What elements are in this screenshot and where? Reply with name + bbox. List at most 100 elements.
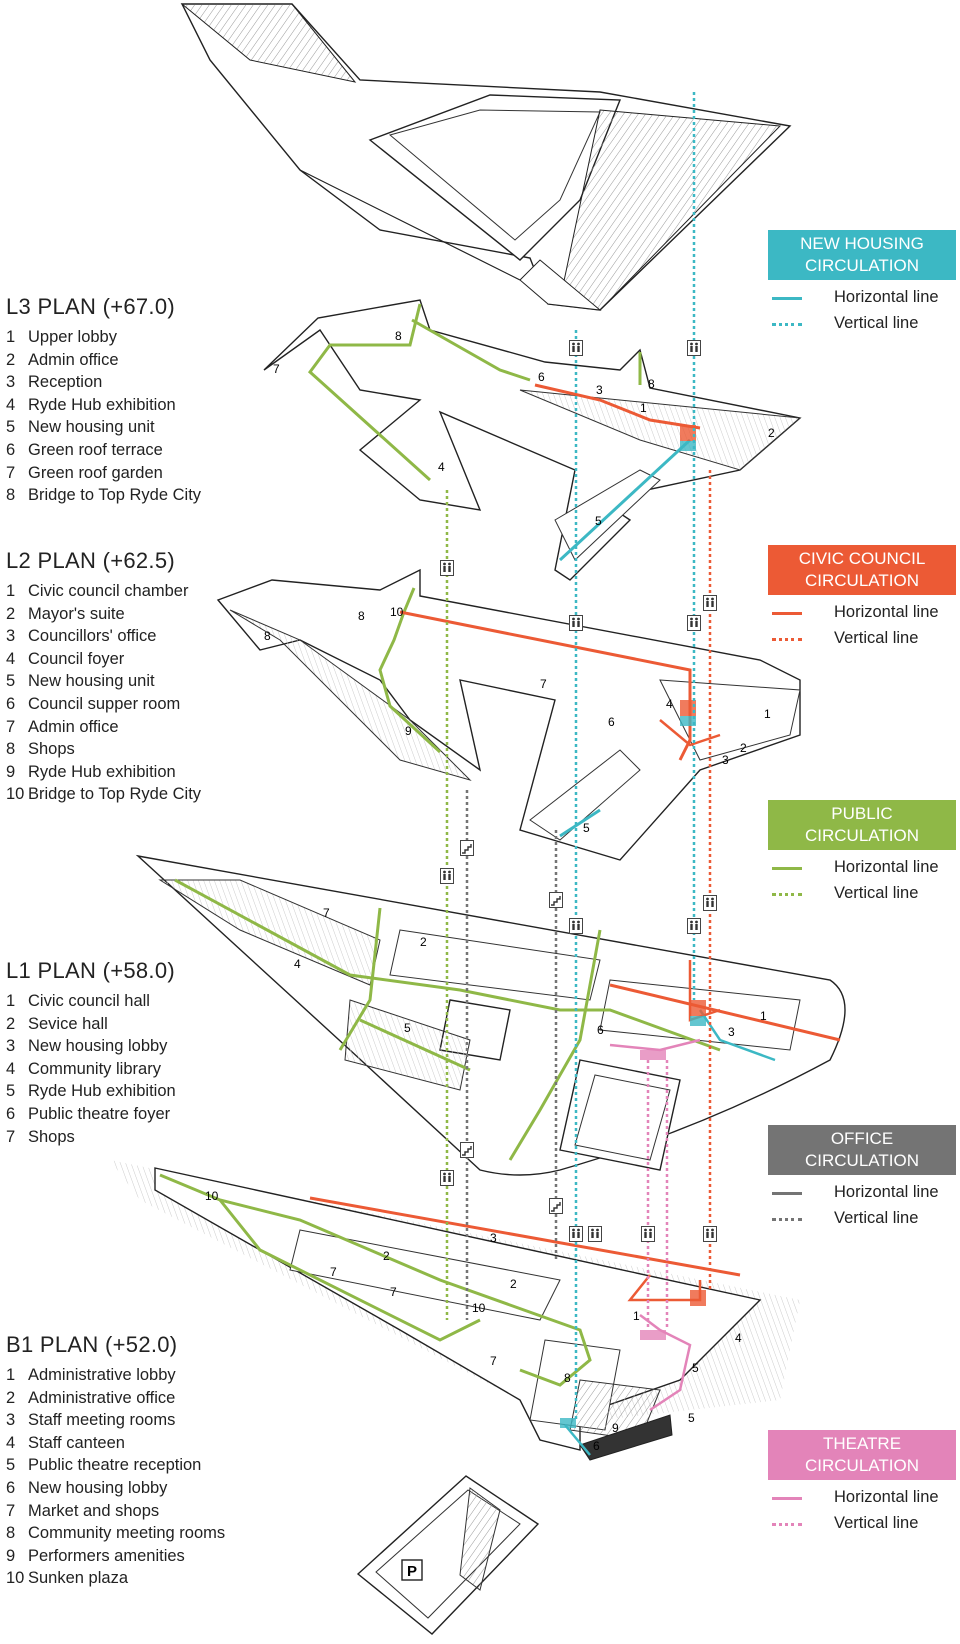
plan-title: L2 PLAN (+62.5) <box>6 548 175 573</box>
svg-text:6: 6 <box>597 1023 604 1037</box>
lift-icon <box>569 1226 583 1242</box>
svg-text:3: 3 <box>728 1025 735 1039</box>
l1-plate: 7 4 2 1 3 6 5 <box>135 854 846 1176</box>
lift-icon <box>440 560 454 576</box>
lift-icon <box>440 868 454 884</box>
legend-row-horizontal: Horizontal line <box>768 856 960 882</box>
roof-level <box>180 3 792 311</box>
lift-icon <box>569 615 583 631</box>
stair-icon <box>549 1198 563 1214</box>
b1-plate: 10 2 3 2 7 7 10 7 8 1 4 5 5 9 6 <box>110 1160 800 1461</box>
svg-text:8: 8 <box>648 377 655 391</box>
svg-text:2: 2 <box>510 1277 517 1291</box>
lift-icon <box>641 1226 655 1242</box>
lift-icon <box>687 615 701 631</box>
svg-text:1: 1 <box>633 1309 640 1323</box>
svg-text:8: 8 <box>395 329 402 343</box>
svg-text:7: 7 <box>490 1354 497 1368</box>
svg-text:2: 2 <box>420 935 427 949</box>
svg-text:5: 5 <box>404 1021 411 1035</box>
solid-line-swatch <box>772 867 802 870</box>
dotted-line-swatch <box>772 323 802 326</box>
svg-text:10: 10 <box>472 1301 486 1315</box>
svg-text:4: 4 <box>438 460 445 474</box>
legend-row-horizontal: Horizontal line <box>768 1181 960 1207</box>
solid-line-swatch <box>772 297 802 300</box>
svg-text:10: 10 <box>390 605 404 619</box>
legend-row-vertical: Vertical line <box>768 1512 960 1538</box>
svg-text:8: 8 <box>564 1371 571 1385</box>
parking-level: P <box>356 1475 540 1635</box>
l3-plate: 7 8 6 3 8 1 2 5 4 <box>263 299 802 581</box>
dotted-line-swatch <box>772 638 802 641</box>
svg-text:1: 1 <box>640 401 647 415</box>
svg-text:5: 5 <box>595 514 602 528</box>
svg-text:8: 8 <box>264 629 271 643</box>
lift-icon <box>687 340 701 356</box>
svg-text:3: 3 <box>596 383 603 397</box>
svg-text:2: 2 <box>383 1249 390 1263</box>
dotted-line-swatch <box>772 1218 802 1221</box>
lift-icon <box>703 895 717 911</box>
svg-text:1: 1 <box>764 707 771 721</box>
svg-text:1: 1 <box>760 1009 767 1023</box>
lift-icon <box>703 595 717 611</box>
legend-row-vertical: Vertical line <box>768 882 960 908</box>
svg-text:3: 3 <box>490 1231 497 1245</box>
svg-text:9: 9 <box>405 724 412 738</box>
stair-icon <box>460 840 474 856</box>
legend-row-vertical: Vertical line <box>768 312 960 338</box>
legend-row-vertical: Vertical line <box>768 627 960 653</box>
legend-row-horizontal: Horizontal line <box>768 601 960 627</box>
svg-text:7: 7 <box>330 1265 337 1279</box>
solid-line-swatch <box>772 1192 802 1195</box>
svg-text:6: 6 <box>593 1439 600 1453</box>
svg-text:7: 7 <box>390 1285 397 1299</box>
svg-text:7: 7 <box>323 906 330 920</box>
svg-text:4: 4 <box>294 957 301 971</box>
svg-text:5: 5 <box>583 821 590 835</box>
lift-icon <box>588 1226 602 1242</box>
svg-text:2: 2 <box>740 741 747 755</box>
parking-sign: P <box>407 1563 417 1580</box>
